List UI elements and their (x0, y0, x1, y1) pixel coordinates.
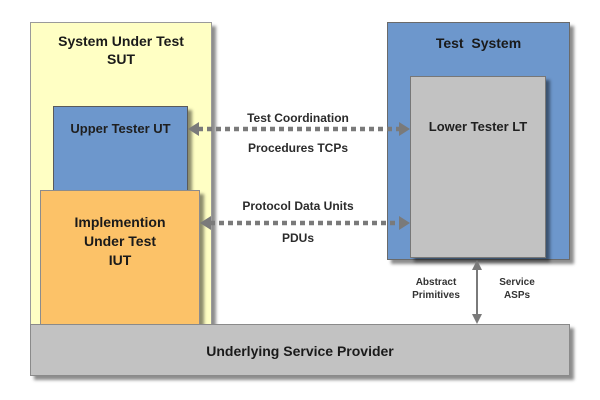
abstract-primitives-label: Abstract Primitives (402, 276, 470, 302)
pdu-arrow (200, 216, 410, 230)
service-label-line2: ASPs (503, 290, 531, 301)
coordination-arrowhead-right (399, 122, 410, 136)
service-label-line1: Service (499, 277, 535, 288)
pdu-arrowhead-left (200, 216, 211, 230)
coordination-label-top: Test Coordination (247, 111, 349, 125)
coordination-arrowhead-left (188, 122, 199, 136)
iut-title: Implemention Under Test IUT (41, 213, 199, 270)
asp-arrowhead-down (472, 314, 482, 324)
service-asps-label: Service ASPs (488, 276, 546, 302)
pdu-label-top: Protocol Data Units (242, 199, 354, 213)
service-provider-label: Underlying Service Provider (206, 343, 394, 359)
coordination-label-bottom: Procedures TCPs (247, 141, 349, 155)
iut-title-line2: Under Test (83, 233, 157, 249)
sut-title-line1: System Under Test (58, 33, 184, 49)
sut-title: System Under Test SUT (31, 32, 211, 68)
iut-title-line1: Implemention (74, 214, 166, 230)
coordination-arrow (188, 122, 410, 136)
pdu-arrowhead-right (399, 216, 410, 230)
upper-tester-label: Upper Tester UT (70, 121, 171, 136)
abstract-label-line1: Abstract (415, 277, 457, 288)
sut-title-line2: SUT (107, 51, 135, 67)
iut-title-line3: IUT (108, 252, 132, 268)
underlying-service-provider-box: Underlying Service Provider (30, 324, 570, 376)
pdu-label-bottom: PDUs (281, 231, 314, 245)
implementation-under-test-box: Implemention Under Test IUT (40, 190, 200, 325)
abstract-label-line2: Primitives (412, 290, 460, 301)
lower-tester-box: Lower Tester LT (410, 76, 546, 258)
asp-arrow (472, 260, 482, 324)
upper-tester-box: Upper Tester UT (53, 106, 188, 194)
asp-arrowhead-up (472, 260, 482, 270)
test-system-title: Test System (435, 35, 522, 51)
lower-tester-label: Lower Tester LT (428, 119, 528, 134)
